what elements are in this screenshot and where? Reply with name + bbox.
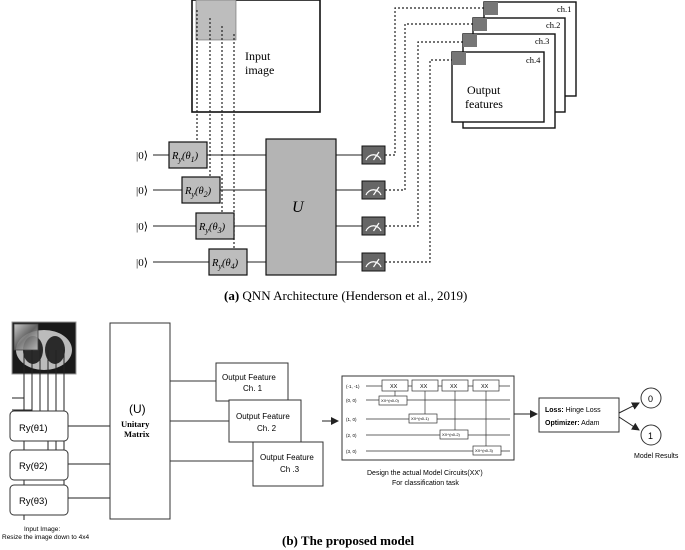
svg-text:(3, 0): (3, 0) [346,449,357,454]
svg-text:(0, 0): (0, 0) [346,398,357,403]
channel-label-3: ch.3 [535,36,549,46]
svg-text:Ry(θ2): Ry(θ2) [19,461,48,472]
loss-optimizer-box: Loss: Hinge Loss Optimizer: Adam [538,397,620,433]
svg-text:Ry(θ1): Ry(θ1) [19,423,48,434]
caption-a: (a) QNN Architecture (Henderson et al., … [224,288,467,303]
ct-input-image [11,321,77,375]
svg-text:XX^(n0-1): XX^(n0-1) [411,416,430,421]
arrow-to-result-0 [618,402,640,414]
svg-text:(1, 0): (1, 0) [346,417,357,422]
unitary-matrix-sub-2: Matrix [124,429,150,439]
svg-text:XX: XX [481,384,489,390]
caption-b: (b) The proposed model [282,533,414,548]
measure-icon [361,216,386,236]
channel-label-1: ch.1 [557,4,571,14]
unitary-matrix-title: (U) [129,402,146,416]
model-circuit: (-1, -1) (0, 0) (1, 0) (2, 0) (3, 0) XX … [341,375,515,461]
svg-text:XX^(n0-3): XX^(n0-3) [475,448,494,453]
result-node-0: 0 [640,387,662,409]
svg-text:Optimizer: Adam: Optimizer: Adam [545,420,600,427]
ry-gate-4: Ry(θ4) [208,248,248,276]
input-image-patch [195,0,237,41]
circuit-caption-2: For classification task [392,480,459,487]
measure-icon [361,252,386,272]
qubit-input-2: |0⟩ [136,185,148,197]
ry-gate-3: Ry(θ3) [195,212,235,240]
feature-connectors [170,380,253,462]
svg-text:XX: XX [450,384,458,390]
svg-text:(2, 0): (2, 0) [346,433,357,438]
ry-gate-1: Ry(θ1) [168,141,208,169]
channel-connectors [385,7,485,263]
channel-label-4: ch.4 [526,55,541,65]
svg-text:Loss: Hinge Loss: Loss: Hinge Loss [545,407,601,414]
patch-connectors [196,10,235,248]
svg-text:(-1, -1): (-1, -1) [346,384,360,389]
result-node-1: 1 [640,424,662,446]
measurement-boxes [361,145,386,272]
svg-text:Ch. 2: Ch. 2 [257,424,277,433]
ry-box-1: Ry(θ1) [9,410,69,442]
input-image-label-2: image [245,63,274,77]
input-caption-1: Input Image: [24,526,60,533]
svg-text:Ry(θ4): Ry(θ4) [211,258,239,271]
svg-text:Ry(θ3): Ry(θ3) [198,222,226,235]
qubit-input-3: |0⟩ [136,221,148,233]
output-feature-ch1: Output Feature Ch. 1 [215,362,289,402]
channel-label-2: ch.2 [546,20,560,30]
unitary-block [265,138,337,276]
unitary-matrix-block [109,322,171,520]
svg-text:0: 0 [648,394,653,404]
measure-icon [361,180,386,200]
ry-gate-2: Ry(θ2) [181,176,221,204]
output-feature-stack: ch.1 ch.2 ch.3 ch.4 Output features [451,1,577,129]
svg-text:Output Feature: Output Feature [222,373,276,382]
model-results-label: Model Results [634,453,679,460]
svg-text:Output Feature: Output Feature [260,453,314,462]
svg-text:XX: XX [420,384,428,390]
svg-text:XX^(n0-2): XX^(n0-2) [442,432,461,437]
unitary-label: U [292,199,305,216]
circuit-caption-1: Design the actual Model Circuits(XX') [367,470,483,477]
svg-text:Ch .3: Ch .3 [280,465,300,474]
unitary-matrix-sub-1: Unitary [121,419,150,429]
svg-text:XX^(n0-0): XX^(n0-0) [381,398,400,403]
ry-box-3: Ry(θ3) [9,484,69,516]
output-label-1: Output [467,83,501,97]
input-image-label-1: Input [245,49,271,63]
svg-text:Ry(θ2): Ry(θ2) [184,186,212,199]
input-caption-2: Resize the image down to 4x4 [2,534,89,541]
output-label-2: features [465,97,503,111]
measure-icon [361,145,386,165]
qubit-input-1: |0⟩ [136,150,148,162]
svg-text:1: 1 [648,431,653,441]
qubit-input-4: |0⟩ [136,257,148,269]
arrow-to-result-1 [618,416,640,431]
svg-text:Ry(θ3): Ry(θ3) [19,496,48,507]
svg-text:Ch. 1: Ch. 1 [243,384,263,393]
output-feature-ch2: Output Feature Ch. 2 [228,399,302,443]
ry-box-2: Ry(θ2) [9,449,69,481]
svg-text:Ry(θ1): Ry(θ1) [171,151,199,164]
output-feature-ch3: Output Feature Ch .3 [252,441,324,487]
svg-text:Output Feature: Output Feature [236,412,290,421]
svg-text:XX: XX [390,384,398,390]
